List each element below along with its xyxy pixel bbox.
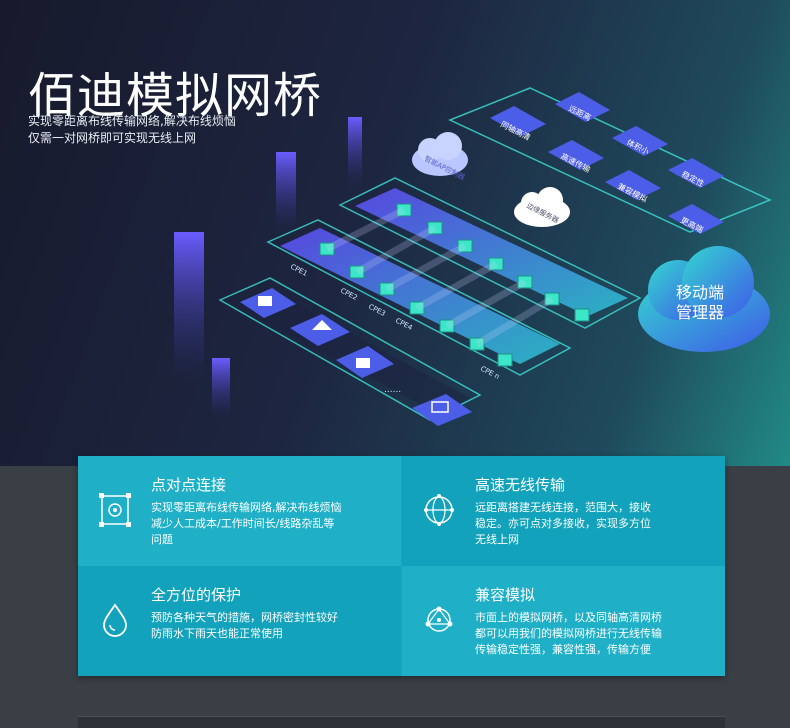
- pillar: [212, 358, 230, 418]
- feature-desc: 远距离搭建无线连接，范围大，接收 稳定。亦可点对多接收，实现多方位 无线上网: [475, 501, 651, 546]
- feature-title: 点对点连接: [151, 476, 227, 494]
- square-target-icon: [99, 493, 131, 527]
- feature-grid: 点对点连接 实现零距离布线传输网络,解决布线烦恼 减少人工成本/工作时间长/线路…: [78, 456, 725, 676]
- device-tile: [290, 314, 350, 346]
- pillar: [276, 152, 296, 232]
- next-section-edge: [78, 716, 725, 728]
- hero-subtitle-line1: 实现零距离布线传输网络,解决布线烦恼: [28, 114, 236, 128]
- cloud-large-line2: 管理器: [676, 303, 724, 322]
- feature-desc: 实现零距离布线传输网络,解决布线烦恼 减少人工成本/工作时间长/线路杂乱等 问题: [151, 501, 342, 546]
- cloud-large: 移动端 管理器: [638, 246, 770, 352]
- feature-title: 全方位的保护: [151, 586, 242, 604]
- platform-outline: [338, 177, 642, 329]
- network-illustration: CPE1 CPE2 CPE3 CPE4 CPE n ...... 同轴高清 远距…: [174, 87, 772, 426]
- cpe-label: CPE1: [289, 263, 309, 278]
- cube-row-lower: [319, 242, 513, 367]
- device-tile: [336, 346, 394, 378]
- signal-beams: [325, 206, 554, 348]
- cloud-large-line1: 移动端: [676, 283, 724, 302]
- feature-card: 全方位的保护 预防各种天气的措施，网桥密封性较好 防雨水下雨天也能正常使用: [78, 566, 401, 676]
- cloud-mid: 边缘服务器: [514, 187, 570, 227]
- hero-subtitle-line2: 仅需一对网桥即可实现无线上网: [28, 131, 197, 145]
- hero-banner: CPE1 CPE2 CPE3 CPE4 CPE n ...... 同轴高清 远距…: [0, 0, 790, 466]
- feature-title: 高速无线传输: [475, 476, 566, 494]
- cube-row-upper: [396, 203, 590, 322]
- device-tile: [412, 394, 472, 426]
- cloud-small: 智能AP控制器: [412, 132, 468, 182]
- feature-title: 兼容模拟: [475, 586, 536, 604]
- ellipsis-text: ......: [384, 385, 401, 395]
- cpe-label: CPE3: [367, 303, 387, 318]
- cpe-label: CPE n: [479, 365, 501, 381]
- network-node-icon: [425, 606, 453, 632]
- feature-desc: 市面上的模拟网桥，以及同轴高清网桥 都可以用我们的模拟网桥进行无线传输 传输稳定…: [475, 611, 662, 656]
- cpe-label: CPE4: [394, 317, 414, 333]
- pillar: [348, 117, 362, 187]
- globe-icon: [424, 494, 454, 526]
- feature-card: 高速无线传输 远距离搭建无线连接，范围大，接收 稳定。亦可点对多接收，实现多方位…: [402, 456, 725, 566]
- platform-outline: [448, 87, 772, 233]
- platform-outline: [218, 277, 482, 421]
- platform-outline: [266, 219, 572, 376]
- platform: [238, 290, 470, 414]
- device-tile: [240, 288, 296, 318]
- feature-card: 兼容模拟 市面上的模拟网桥，以及同轴高清网桥 都可以用我们的模拟网桥进行无线传输…: [402, 566, 725, 676]
- hero-subtitle: 实现零距离布线传输网络,解决布线烦恼 仅需一对网桥即可实现无线上网: [28, 113, 236, 147]
- feature-card: 点对点连接 实现零距离布线传输网络,解决布线烦恼 减少人工成本/工作时间长/线路…: [78, 456, 401, 566]
- page-title: 佰迪模拟网桥: [28, 68, 323, 124]
- water-drop-icon: [103, 603, 127, 637]
- pillar: [174, 232, 204, 382]
- platform: [355, 188, 628, 316]
- feature-desc: 预防各种天气的措施，网桥密封性较好 防雨水下雨天也能正常使用: [151, 611, 338, 640]
- platform: [280, 228, 560, 364]
